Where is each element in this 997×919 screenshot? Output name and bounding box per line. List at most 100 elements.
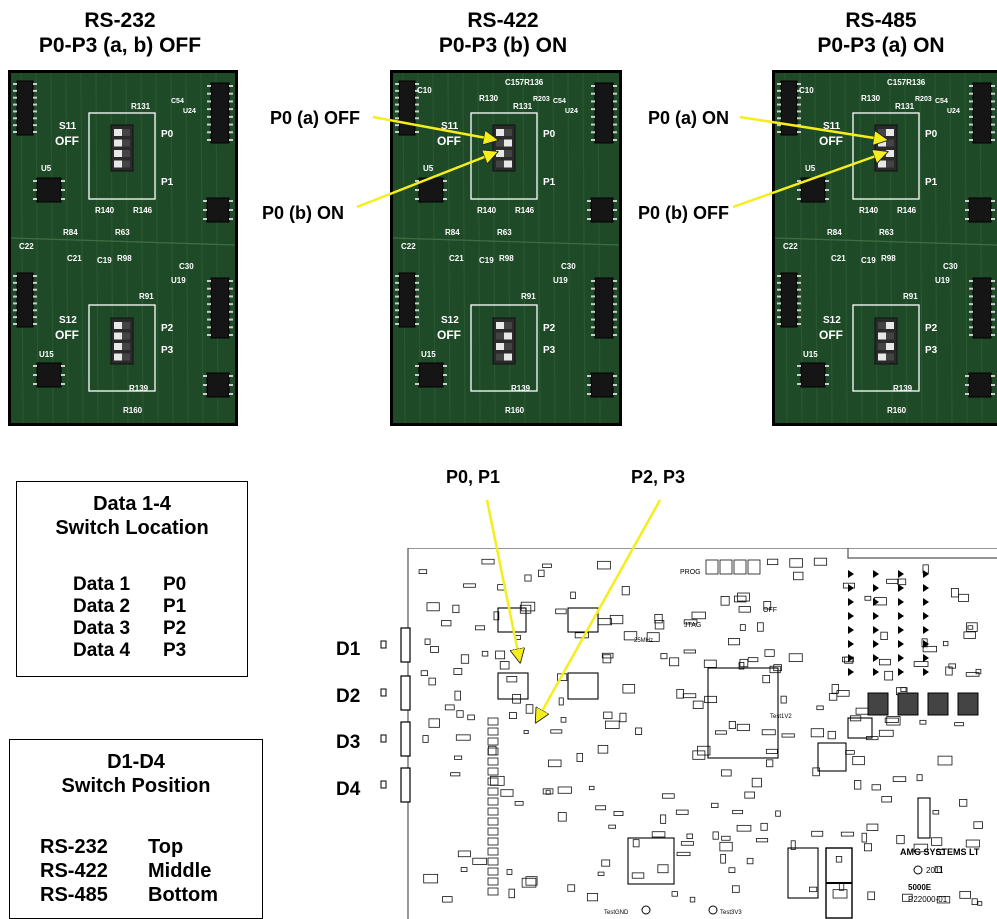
board-diode: [898, 570, 904, 578]
pcb-label: C22: [783, 242, 798, 251]
board-part: [555, 608, 567, 615]
d-switch-body: [400, 721, 411, 757]
board-part: [487, 847, 499, 856]
copyright-icon: [913, 865, 923, 875]
board-part: [481, 558, 495, 565]
board-part: [487, 867, 499, 876]
d-switch-lever: [380, 640, 387, 649]
board-diode: [923, 598, 929, 606]
ic-chip: [968, 372, 992, 398]
board-part: [892, 776, 907, 782]
board-part: [881, 796, 892, 803]
ic-pin: [229, 310, 233, 313]
ic-pin: [13, 89, 17, 92]
pcb-label: U19: [171, 276, 186, 285]
board-part: [967, 625, 974, 630]
ic-pin: [797, 189, 801, 191]
ic-pin: [229, 218, 233, 220]
board-diode: [923, 668, 929, 676]
ic-pin: [207, 108, 211, 111]
board-part: [760, 822, 768, 831]
ic-pin: [591, 115, 595, 118]
ic-pin: [991, 303, 995, 306]
board-part: [619, 712, 627, 723]
dip-switch: [874, 317, 898, 365]
d3-label: D3: [336, 732, 361, 753]
ic-pin: [203, 384, 207, 386]
header-rs232: RS-232 P0-P3 (a, b) OFF: [0, 8, 240, 58]
board-part: [676, 851, 691, 857]
board-diode: [873, 640, 879, 648]
ic-pin: [443, 374, 447, 376]
ic-pin: [203, 209, 207, 211]
board-ic: [707, 667, 779, 759]
ic-pin: [991, 393, 995, 395]
board-part: [751, 777, 762, 788]
position-row-mode: RS-422: [40, 860, 108, 882]
ic-pin: [797, 89, 801, 92]
pcb-trace: [95, 73, 99, 423]
ic-pin: [591, 280, 595, 282]
board-part: [487, 857, 499, 866]
board-diode: [873, 584, 879, 592]
ic-pin: [395, 117, 399, 120]
ic-pin: [591, 85, 595, 87]
port-p2-label: P2: [161, 323, 174, 334]
ic-pin: [415, 103, 419, 106]
board-diode: [873, 654, 879, 662]
board-part: [788, 653, 803, 662]
pcb-label: C157R136: [505, 78, 544, 87]
board-part: [757, 622, 764, 632]
board-part: [950, 588, 959, 598]
board-part: [500, 789, 514, 797]
header-rs485: RS-485 P0-P3 (a) ON: [765, 8, 997, 58]
pcb-trace: [80, 73, 84, 423]
ic-pin: [965, 384, 969, 386]
ic-pin: [33, 131, 37, 133]
header-rs232-subtitle: P0-P3 (a, b) OFF: [38, 34, 202, 57]
ic-pin: [395, 281, 399, 284]
ic-chip: [210, 277, 230, 339]
ic-pin: [207, 85, 211, 87]
board-part: [495, 650, 506, 660]
pcb-label: R84: [445, 228, 460, 237]
port-p2-label: P2: [925, 323, 938, 334]
d-switch-body: [400, 675, 411, 711]
ic-pin: [825, 198, 829, 200]
ic-pin: [13, 96, 17, 99]
board-part: [686, 833, 693, 840]
ic-chip: [398, 272, 416, 328]
ic-pin: [991, 218, 995, 220]
ic-pin: [991, 310, 995, 313]
ic-pin: [33, 275, 37, 277]
pcb-label: R91: [521, 292, 536, 301]
ic-pin: [613, 375, 617, 377]
board-part: [731, 885, 740, 893]
board-part: [763, 601, 772, 610]
board-part: [487, 767, 499, 776]
board-part: [790, 840, 796, 850]
pcb-trace: [522, 73, 526, 423]
position-row-pos: Bottom: [148, 884, 218, 906]
header-rs422: RS-422 P0-P3 (b) ON: [383, 8, 623, 58]
board-part: [732, 809, 744, 815]
board-part: [831, 684, 840, 694]
ic-pin: [61, 374, 65, 376]
ic-pin: [797, 309, 801, 312]
pcb-label: R140: [859, 206, 879, 215]
ic-pin: [33, 374, 37, 376]
board-part: [602, 654, 612, 664]
pcb-label: R160: [123, 406, 143, 415]
ic-pin: [443, 189, 447, 191]
pcb-label: R140: [95, 206, 115, 215]
annotation-p0p1: P0, P1: [446, 467, 501, 487]
data-row-name: Data 2: [73, 596, 131, 617]
d4-label: D4: [336, 779, 361, 800]
board-year-label: 2011: [926, 866, 944, 875]
board-part: [601, 652, 614, 659]
board-part: [560, 717, 567, 723]
board-part: [420, 670, 428, 676]
board-part: [499, 661, 510, 670]
board-part: [558, 697, 564, 706]
pcb-label: R130: [861, 94, 881, 103]
